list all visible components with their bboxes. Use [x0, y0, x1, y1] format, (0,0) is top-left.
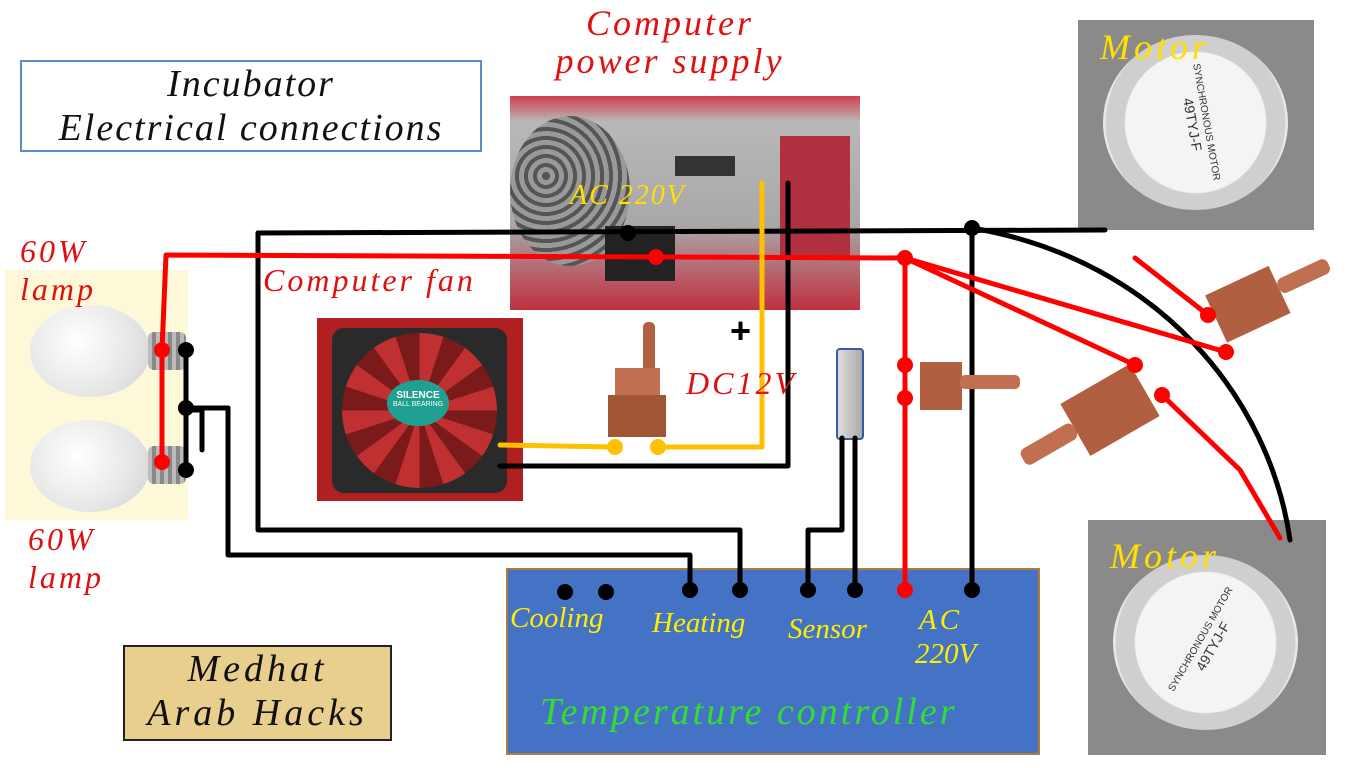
junction-dots	[154, 220, 1234, 600]
wire-red-switch1	[902, 255, 1229, 355]
computer-fan-photo: SILENCE BALL BEARING	[317, 318, 523, 501]
temperature-sensor-probe	[836, 348, 864, 440]
terminal-cooling-label: Cooling	[510, 602, 604, 634]
toggle-switch-2	[1205, 259, 1330, 343]
controller-title: Temperature controller	[540, 691, 958, 733]
terminal-sensor-label: Sensor	[788, 613, 867, 645]
plus-sign: +	[730, 310, 752, 351]
power-supply-label-2: power supply	[555, 41, 785, 81]
ac-input-label: AC 220V	[570, 180, 686, 211]
fan-sticker: SILENCE BALL BEARING	[387, 380, 449, 426]
wire-red-motor-bottom	[1159, 392, 1283, 541]
toggle-switch-3	[1020, 364, 1160, 465]
wire-yellow-fan	[497, 442, 618, 450]
brand-line-1: Medhat	[187, 648, 328, 690]
wire-yellow-dc	[655, 180, 765, 450]
wire-black-sensor-1	[805, 435, 845, 593]
motor-bottom-label: Motor	[1110, 536, 1220, 576]
terminal-heating-label: Heating	[652, 607, 746, 639]
brand-box: Medhat Arab Hacks	[123, 645, 392, 741]
toggle-switch-fan	[608, 322, 666, 437]
toggle-switch-1	[920, 362, 1020, 410]
diagram-title: Incubator Electrical connections	[20, 60, 482, 152]
wire-red-switch2	[902, 255, 1138, 368]
power-supply-label-1: Computer	[586, 3, 754, 43]
wire-black-heating-1	[255, 230, 743, 593]
terminal-ac-label: AC 220V	[915, 604, 977, 670]
brand-line-2: Arab Hacks	[147, 692, 368, 734]
title-line-1: Incubator	[167, 63, 335, 105]
wire-black-top-bus	[255, 227, 1108, 236]
computer-fan-label: Computer fan	[263, 262, 476, 298]
wire-red-motor-top	[1132, 255, 1211, 318]
lamp-bulb-bottom	[30, 420, 150, 512]
power-supply-label: Computer power supply	[520, 4, 820, 80]
motor-top-label: Motor	[1100, 27, 1210, 67]
dc-label: DC12V	[686, 365, 797, 401]
lamp-bulb-top	[30, 305, 150, 397]
wire-black-fan-ground	[497, 180, 791, 469]
title-line-2: Electrical connections	[58, 107, 444, 149]
temperature-controller	[506, 568, 1040, 755]
wire-black-heating-2	[225, 405, 693, 593]
power-supply-photo	[510, 96, 860, 310]
